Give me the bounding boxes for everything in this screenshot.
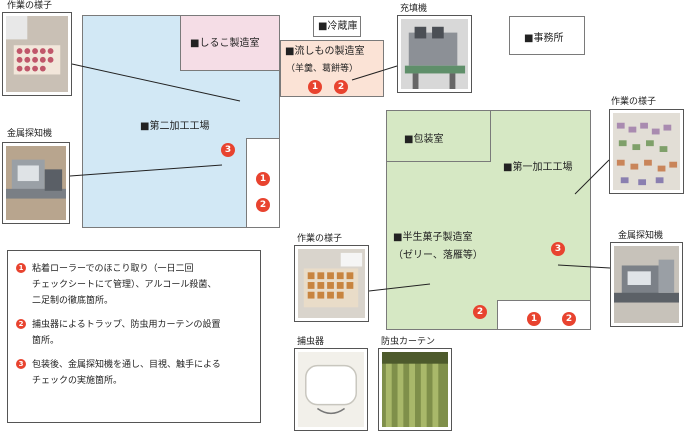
photo-hochuki xyxy=(294,348,368,431)
second-factory-label: ■第二加工工場 xyxy=(140,121,210,132)
marker-1-second-factory: 1 xyxy=(256,172,270,186)
first-factory-label: ■第一加工工場 xyxy=(503,162,573,173)
legend-item-2: 2 捕虫器によるトラップ、防虫用カーテンの設置 箇所。 xyxy=(16,317,252,349)
photo-juten xyxy=(397,15,472,93)
hoso-room-area xyxy=(386,110,491,162)
insect-trap-image xyxy=(298,352,364,427)
marker-2-hannama: 2 xyxy=(473,305,487,319)
marker-2-first-factory: 2 xyxy=(562,312,576,326)
shiruko-label: ■しるこ製造室 xyxy=(190,38,260,49)
legend-item-1: 1 粘着ローラーでのほこり取り（一日二回 チェックシートにて管理）、アルコール殺菌… xyxy=(16,261,252,309)
semi-fresh-work-image xyxy=(298,249,365,318)
photo-kinzoku-2 xyxy=(610,242,683,327)
legend-marker-1: 1 xyxy=(16,263,26,273)
photo-caption-hochuki: 捕虫器 xyxy=(297,337,325,347)
legend-text-1c: 二足制の徹底箇所。 xyxy=(32,296,114,306)
marker-2-second-factory: 2 xyxy=(256,198,270,212)
metal-detector-image xyxy=(6,146,66,220)
first-factory-subroom xyxy=(497,300,591,330)
reizo-box xyxy=(313,16,361,37)
marker-3-second-factory: 3 xyxy=(221,143,235,157)
filling-machine-image xyxy=(401,19,468,89)
marker-2-nagashi: 2 xyxy=(334,80,348,94)
photo-caption-juten: 充填機 xyxy=(400,4,428,14)
legend-text-3b: チェックの実施箇所。 xyxy=(32,376,123,386)
nagashi-label: ■流しもの製造室 xyxy=(285,46,365,57)
photo-sagyo-1 xyxy=(2,12,72,96)
legend-text-3a: 包装後、金属探知機を通し、目視、触手による xyxy=(32,360,221,370)
photo-caption-sagyo-1: 作業の様子 xyxy=(7,1,53,11)
legend-text-1a: 粘着ローラーでのほこり取り（一日二回 xyxy=(32,264,194,274)
legend-marker-2: 2 xyxy=(16,319,26,329)
legend-box: 1 粘着ローラーでのほこり取り（一日二回 チェックシートにて管理）、アルコール殺菌… xyxy=(7,250,261,423)
photo-caption-sagyo-3: 作業の様子 xyxy=(297,234,343,244)
hannama-label: ■半生菓子製造室 xyxy=(393,232,473,243)
hannama-sub-label: （ゼリー、落雁等） xyxy=(393,250,483,261)
marker-3-first-factory: 3 xyxy=(551,242,565,256)
hoso-label: ■包装室 xyxy=(404,134,444,145)
photo-caption-bochu: 防虫カーテン xyxy=(381,337,436,347)
legend-item-3: 3 包装後、金属探知機を通し、目視、触手による チェックの実施箇所。 xyxy=(16,357,252,389)
nagashi-sub-label: （羊羹、葛餅等） xyxy=(286,64,359,74)
work-scene-image xyxy=(6,16,68,92)
photo-caption-sagyo-2: 作業の様子 xyxy=(611,97,657,107)
photo-sagyo-2 xyxy=(609,109,684,194)
jimusho-box xyxy=(509,16,585,55)
photo-bochu xyxy=(378,348,452,431)
photo-caption-kinzoku-2: 金属探知機 xyxy=(618,231,664,241)
legend-text-2b: 箇所。 xyxy=(32,336,60,346)
photo-kinzoku-1 xyxy=(2,142,70,224)
shiruko-room-area xyxy=(180,15,280,71)
jimusho-label: ■事務所 xyxy=(524,33,564,44)
legend-text-2a: 捕虫器によるトラップ、防虫用カーテンの設置 xyxy=(32,320,221,330)
insect-curtain-image xyxy=(382,352,448,427)
marker-1-first-factory: 1 xyxy=(527,312,541,326)
legend-marker-3: 3 xyxy=(16,359,26,369)
legend-text-1b: チェックシートにて管理）、アルコール殺菌、 xyxy=(32,280,217,290)
reizo-label: ■冷蔵庫 xyxy=(318,21,358,32)
packing-line-image xyxy=(613,113,680,190)
photo-sagyo-3 xyxy=(294,245,369,322)
marker-1-nagashi: 1 xyxy=(308,80,322,94)
photo-caption-kinzoku-1: 金属探知機 xyxy=(7,129,53,139)
metal-detector-image-2 xyxy=(614,246,679,323)
